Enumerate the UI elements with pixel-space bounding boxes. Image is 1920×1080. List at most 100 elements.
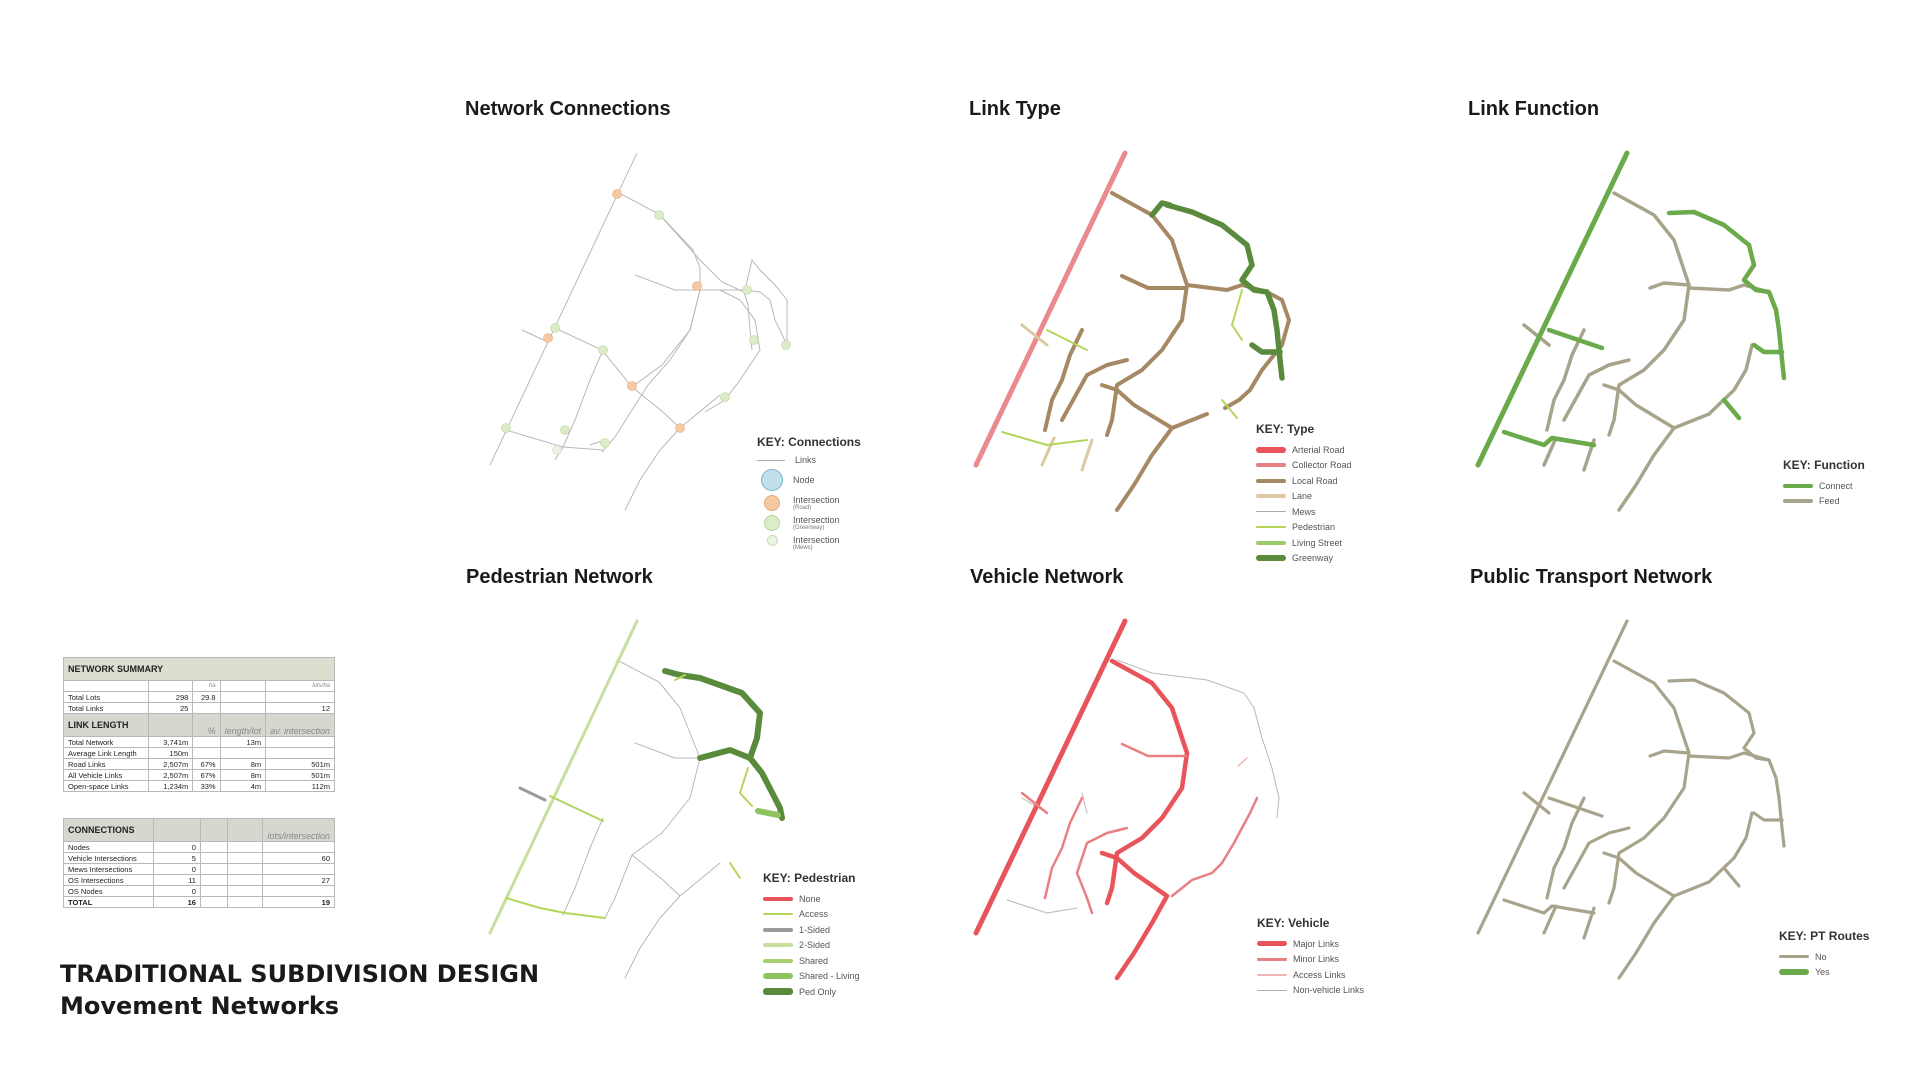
legend-label: Lane xyxy=(1292,491,1313,502)
node-icon xyxy=(761,469,783,491)
legend-item: Access Links xyxy=(1257,967,1364,983)
legend-label: Mews xyxy=(1292,506,1316,517)
panel-title-public-transport-network: Public Transport Network xyxy=(1470,566,1713,588)
link-length-header: LINK LENGTH % length/lot av. intersectio… xyxy=(62,713,335,737)
legend-item: Shared - Living xyxy=(763,969,860,985)
legend-label: Shared xyxy=(799,955,829,966)
row-label: All Vehicle Links xyxy=(62,769,150,781)
total-label: TOTAL xyxy=(63,896,154,908)
map-link-type xyxy=(973,150,1291,512)
map-pedestrian-network xyxy=(488,619,785,979)
legend-item: Mews xyxy=(1256,504,1352,520)
col-header-pct: % xyxy=(192,713,221,737)
blank-cell xyxy=(62,680,150,692)
legend-title: KEY: Type xyxy=(1256,422,1315,436)
footer-line-2: Movement Networks xyxy=(60,992,340,1020)
col-header-ha: ha xyxy=(192,680,221,692)
legend-swatch xyxy=(1256,463,1286,468)
legend-title: KEY: Function xyxy=(1783,458,1865,472)
legend-item-intersection-road: Intersection(Road) xyxy=(757,495,861,511)
row-value: 3,741m xyxy=(148,736,194,748)
row-label: Open-space Links xyxy=(62,780,150,792)
legend-swatch xyxy=(1257,957,1287,961)
row-value: 67% xyxy=(192,769,221,781)
footer-line-1: TRADITIONAL SUBDIVISION DESIGN xyxy=(60,960,540,988)
row-value: 8m xyxy=(219,769,267,781)
row-value: 11 xyxy=(152,874,201,886)
network-summary-title: NETWORK SUMMARY xyxy=(63,657,335,681)
legend-swatch xyxy=(1256,494,1286,499)
legend-item: Minor Links xyxy=(1257,952,1364,968)
total-value xyxy=(226,896,264,908)
row-value xyxy=(199,841,228,853)
legend-label: Arterial Road xyxy=(1292,444,1345,455)
legend-title: KEY: Pedestrian xyxy=(763,871,856,885)
legend-swatch xyxy=(1256,511,1286,513)
col-header-lots-intersection: lots/intersection xyxy=(262,818,335,842)
legend-label: Shared - Living xyxy=(799,971,860,982)
legend-label: Node xyxy=(793,475,815,485)
row-value xyxy=(219,702,267,714)
row-value xyxy=(219,747,267,759)
blank-cell xyxy=(152,818,201,842)
legend-swatch xyxy=(1257,941,1287,947)
row-value xyxy=(226,863,264,875)
col-header-av-intersection: av. intersection xyxy=(265,713,335,737)
legend-label: Minor Links xyxy=(1293,954,1340,965)
legend-label: Intersection xyxy=(793,535,840,545)
map-network-connections-nodes xyxy=(501,189,791,455)
legend-item: Arterial Road xyxy=(1256,442,1352,458)
legend-item-node: Node xyxy=(757,469,861,491)
row-value xyxy=(262,885,335,897)
row-value xyxy=(199,863,228,875)
col-header-lots-ha: lots/ha xyxy=(265,680,335,692)
row-value: 2,507m xyxy=(148,758,194,770)
legend-label: 1-Sided xyxy=(799,924,831,935)
map-vehicle-network xyxy=(973,618,1280,981)
intersection-greenway-icon xyxy=(764,515,780,531)
row-value xyxy=(262,841,335,853)
row-value: 33% xyxy=(192,780,221,792)
row-value: 0 xyxy=(152,863,201,875)
row-value: 5 xyxy=(152,852,201,864)
row-value: 67% xyxy=(192,758,221,770)
legend-label: Pedestrian xyxy=(1292,522,1336,533)
legend-item: Non-vehicle Links xyxy=(1257,983,1364,999)
panel-title-link-function: Link Function xyxy=(1468,98,1600,120)
legend-item: Yes xyxy=(1779,965,1869,981)
row-value xyxy=(192,702,221,714)
legend-label: No xyxy=(1815,951,1827,962)
panel-title-link-type: Link Type xyxy=(969,98,1061,120)
blank-cell xyxy=(219,680,267,692)
legend-sublabel: (Road) xyxy=(793,505,812,511)
legend-label: Connect xyxy=(1819,480,1853,491)
legend-item: Connect xyxy=(1783,478,1865,494)
legend-label: Local Road xyxy=(1292,475,1338,486)
legend-label: Yes xyxy=(1815,967,1830,978)
legend-swatch xyxy=(763,913,793,916)
legend-label: Access Links xyxy=(1293,969,1346,980)
legend-item: 1-Sided xyxy=(763,922,860,938)
legend-item: Pedestrian xyxy=(1256,520,1352,536)
row-label: Total Links xyxy=(62,702,150,714)
legend-item: Lane xyxy=(1256,489,1352,505)
row-value: 150m xyxy=(148,747,194,759)
row-value xyxy=(192,747,221,759)
row-value: 8m xyxy=(219,758,267,770)
row-value: 13m xyxy=(219,736,267,748)
legend-title: KEY: Vehicle xyxy=(1257,916,1330,930)
legend-swatch xyxy=(1779,969,1809,976)
